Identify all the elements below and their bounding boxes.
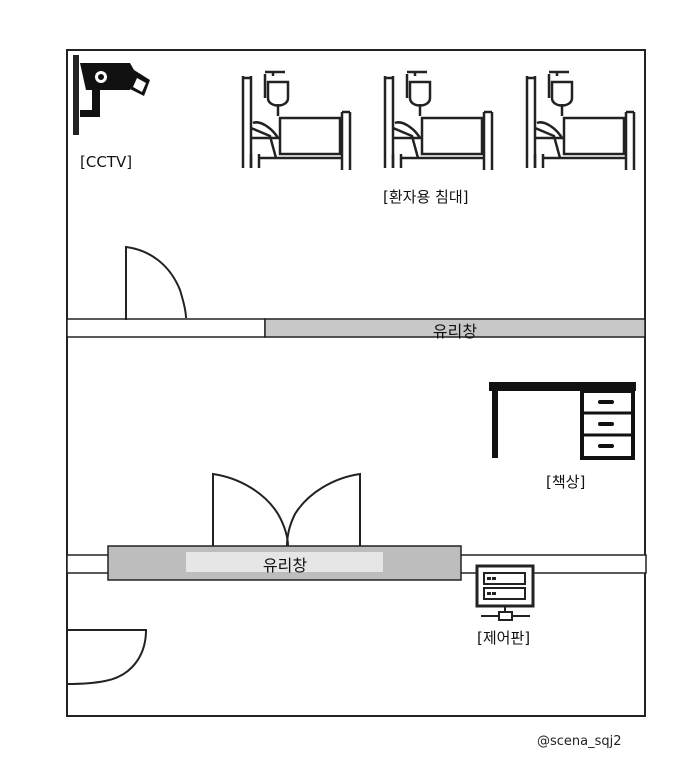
lower-glass-label: 유리창 xyxy=(262,556,308,575)
room-outline xyxy=(66,49,646,717)
lower-wall-left xyxy=(66,554,110,574)
control-panel-icon xyxy=(475,564,535,621)
upper-glass-label: 유리창 xyxy=(432,322,478,341)
cctv-camera-icon xyxy=(73,55,150,135)
desk-icon xyxy=(489,382,636,460)
hospital-bed-icon-2 xyxy=(383,70,494,170)
control-panel-label: [제어판] xyxy=(477,629,531,647)
lower-door xyxy=(66,629,148,685)
watermark: @scena_sqj2 xyxy=(537,734,622,749)
desk-label: [책상] xyxy=(546,473,586,491)
patient-bed-label: [환자용 침대] xyxy=(383,188,469,206)
upper-glass-window xyxy=(264,318,646,338)
upper-wall xyxy=(66,318,266,338)
hospital-bed-icon-1 xyxy=(241,70,352,170)
upper-door xyxy=(125,245,187,320)
hospital-bed-icon-3 xyxy=(525,70,636,170)
cctv-label: [CCTV] xyxy=(80,153,133,171)
lower-glass-highlight xyxy=(186,552,383,572)
double-door xyxy=(212,472,361,547)
